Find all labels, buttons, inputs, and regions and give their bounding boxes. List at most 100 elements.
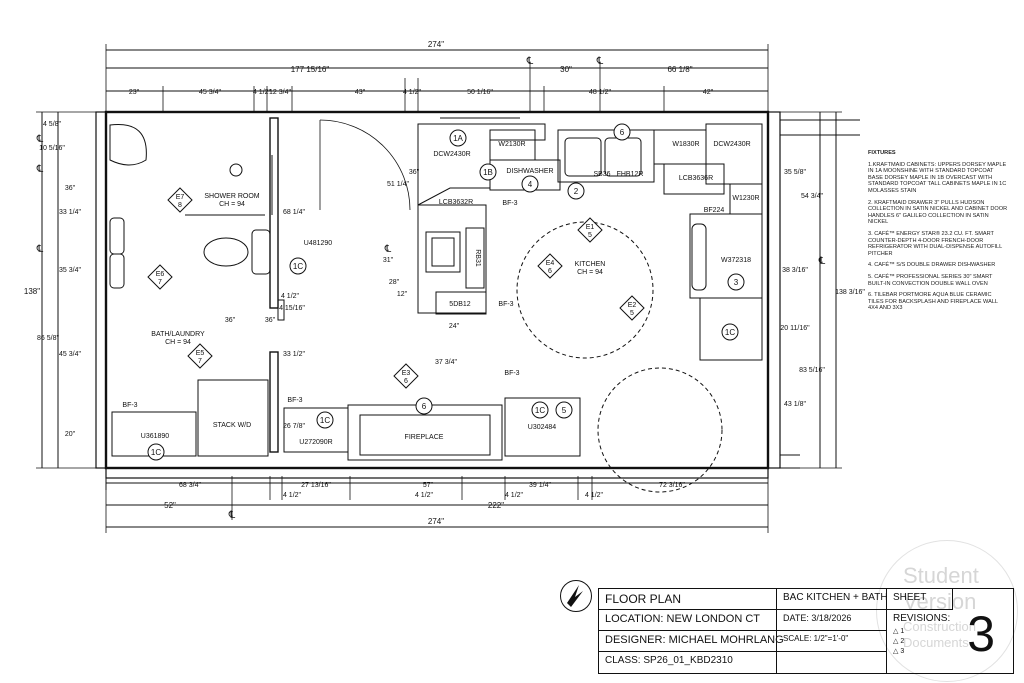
- callout-bubble-text-8: 1C: [320, 416, 330, 425]
- dim-top-8: 42": [703, 89, 714, 96]
- cabinet-label-10: LCB3632R: [439, 199, 473, 206]
- dim-left-5: 86 5/8": [37, 335, 59, 342]
- watermark-line-1: Student: [903, 563, 979, 588]
- cabinet-label-3: SB36: [593, 171, 610, 178]
- cabinet-label-11: BF-3: [502, 200, 517, 207]
- room-ch-bath: CH = 94: [165, 339, 191, 346]
- room-ch-shower: CH = 94: [219, 201, 245, 208]
- dim-top-1: 45 3/4": [199, 89, 221, 96]
- centerline-icon-0: ℄: [526, 56, 534, 67]
- title-empty-cell: [777, 652, 887, 673]
- callout-bubble-text-1: 1B: [483, 168, 493, 177]
- elevation-number-2: 7: [198, 358, 202, 365]
- cabinet-label-24: U302484: [528, 424, 557, 431]
- dim-interior-7: 24": [449, 323, 460, 330]
- callout-bubble-text-9: 1C: [151, 448, 161, 457]
- dim-interior-11: 4 1/2": [281, 293, 300, 300]
- dim-66: 66 1/8": [667, 65, 692, 74]
- north-arrow-icon: [560, 580, 592, 612]
- fixture-note-3: 3. CAFÉ™ ENERGY STAR® 23.2 CU. FT. SMART…: [868, 230, 1003, 257]
- title-scale: SCALE: 1/2"=1'-0": [777, 631, 887, 652]
- cabinet-label-12: RB31: [474, 249, 481, 267]
- callout-bubble-2: [521, 175, 539, 193]
- corner-sink: [109, 123, 147, 166]
- callout-bubble-3: [567, 182, 585, 200]
- cabinet-rb31: [465, 227, 485, 289]
- dim-interior-0: 36": [225, 317, 236, 324]
- callout-bubble-text-0: 1A: [453, 134, 463, 143]
- clearance-circle-kitchen: [516, 221, 654, 359]
- elevation-marker-5: [619, 295, 645, 321]
- callout-bubble-text-4: 6: [620, 128, 625, 137]
- callout-bubble-0: [449, 129, 467, 147]
- dim-right-4: 83 5/16": [799, 367, 825, 374]
- centerline-icon-1: ℄: [596, 56, 604, 67]
- cabinet-label-22: FIREPLACE: [405, 434, 444, 441]
- interior-wall-bath: [269, 117, 279, 309]
- revision-mark-2: △ 2: [893, 638, 905, 645]
- centerline-icon-7: ℄: [228, 510, 236, 521]
- dim-interior-9: 36": [265, 317, 276, 324]
- dim-bottom-4: 72 3/16": [659, 482, 685, 489]
- elevation-code-6: E3: [402, 370, 411, 377]
- dim-right-0: 35 5/8": [784, 169, 806, 176]
- dim-interior-3: 36": [409, 169, 420, 176]
- callout-bubble-6: [289, 257, 307, 275]
- dim-bottom-52: 52": [164, 501, 176, 510]
- elevation-code-4: E4: [546, 260, 555, 267]
- cabinet-label-6: DCW2430R: [713, 141, 750, 148]
- elevation-marker-3: [577, 217, 603, 243]
- room-label-bath: BATH/LAUNDRY: [151, 331, 205, 338]
- dim-interior-2: 51 1/4": [387, 181, 409, 188]
- callout-bubble-text-2: 4: [528, 180, 533, 189]
- elevation-code-1: E6: [156, 271, 165, 278]
- dim-bottom-7: 4 1/2": [505, 492, 524, 499]
- cabinet-label-16: U481290: [304, 240, 333, 247]
- callout-bubble-text-12: 6: [422, 402, 427, 411]
- dim-bottom-222: 222": [488, 501, 504, 510]
- upper-corner-cabinet: [417, 123, 546, 206]
- cabinet-label-20: BF-3: [287, 397, 302, 404]
- dim-interior-1: 68 1/4": [283, 209, 305, 216]
- cabinet-label-0: DCW2430R: [433, 151, 470, 158]
- dim-top-0: 23": [129, 89, 140, 96]
- elevation-marker-0: [167, 187, 193, 213]
- dim-bottom-8: 4 1/2": [585, 492, 604, 499]
- centerline-icon-3: ℄: [36, 164, 44, 175]
- dim-top-7: 48 1/2": [589, 89, 611, 96]
- dim-right-1: 54 3/4": [801, 193, 823, 200]
- dim-right-overall: 138 3/16": [835, 289, 865, 296]
- cabinet-label-21: U272090R: [299, 439, 332, 446]
- dim-right-2: 38 3/16": [782, 267, 808, 274]
- fixture-note-4: 4. CAFÉ™ S/S DOUBLE DRAWER DISHWASHER: [868, 262, 996, 269]
- dim-top-2: 4 1/2": [253, 89, 272, 96]
- callout-bubble-text-11: 5: [562, 406, 567, 415]
- callout-bubble-7: [721, 323, 739, 341]
- dim-left-6: 45 3/4": [59, 351, 81, 358]
- dim-top-4: 43": [355, 89, 366, 96]
- title-project: BAC KITCHEN + BATH: [777, 589, 888, 610]
- elevation-code-3: E1: [586, 224, 595, 231]
- elevation-code-0: E7: [176, 194, 185, 201]
- dim-interior-8: 37 3/4": [435, 359, 457, 366]
- fixture-note-6: 6. TILEBAR PORTMORE AQUA BLUE CERAMIC TI…: [868, 292, 998, 312]
- dim-left-7: 20": [65, 431, 76, 438]
- revisions-label: REVISIONS:: [893, 613, 951, 624]
- stack-washer-dryer: [197, 379, 269, 457]
- cabinet-label-5: W1830R: [672, 141, 699, 148]
- cabinet-label-1: W2130R: [498, 141, 525, 148]
- dim-interior-6: 12": [397, 291, 408, 298]
- fixture-note-1: 1.KRAFTMAID CABINETS: UPPERS DORSEY MAPL…: [868, 161, 1007, 194]
- dim-top-3: 12 3/4": [269, 89, 291, 96]
- sink-bowl-left: [564, 137, 602, 177]
- dim-left-2: 36": [65, 185, 76, 192]
- callout-bubble-1: [479, 163, 497, 181]
- callout-bubble-5: [727, 273, 745, 291]
- cabinet-label-7: LCB3636R: [679, 175, 713, 182]
- elevation-number-1: 7: [158, 279, 162, 286]
- cabinet-label-18: U361890: [141, 433, 170, 440]
- dim-interior-13: 26 7/8": [283, 423, 305, 430]
- tall-cabinet-1c-right: [699, 297, 763, 361]
- cabinet-label-14: BF-3: [498, 301, 513, 308]
- dim-right-3: 20 11/16": [780, 325, 810, 332]
